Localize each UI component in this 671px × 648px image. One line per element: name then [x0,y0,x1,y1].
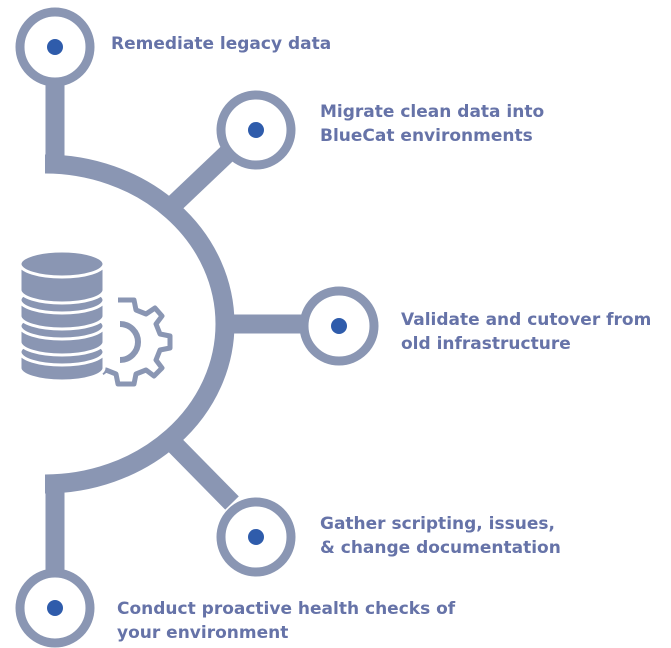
node-dot [248,122,264,138]
branch-step-2 [165,142,239,213]
step-label-line: Gather scripting, issues, [320,514,555,534]
node-dot [47,39,63,55]
step-label-line: Validate and cutover from [401,310,652,330]
database-icon [18,249,106,383]
node-dot [331,318,347,334]
step-label-3: Validate and cutover from old infrastruc… [401,308,651,356]
step-label-line: old infrastructure [401,334,571,354]
step-label-line: BlueCat environments [320,126,533,146]
step-label-line: Migrate clean data into [320,102,545,122]
step-label-1: Remediate legacy data [111,32,331,56]
gear-icon [100,297,173,387]
node-dot [47,600,63,616]
step-label-5: Conduct proactive health checks of your … [117,597,455,645]
step-label-line: & change documentation [320,538,561,558]
step-label-line: Conduct proactive health checks of [117,599,456,619]
step-label-line: Remediate legacy data [111,34,332,54]
step-label-2: Migrate clean data into BlueCat environm… [320,100,544,148]
database-gear-icon [18,249,173,387]
step-node-5 [15,568,95,648]
step-node-2 [216,90,296,170]
step-node-4 [216,497,296,577]
node-dot [248,529,264,545]
step-label-4: Gather scripting, issues, & change docum… [320,512,561,560]
step-node-3 [299,286,379,366]
step-node-1 [15,7,95,87]
step-label-line: your environment [117,623,289,643]
branch-step-4 [165,435,239,510]
